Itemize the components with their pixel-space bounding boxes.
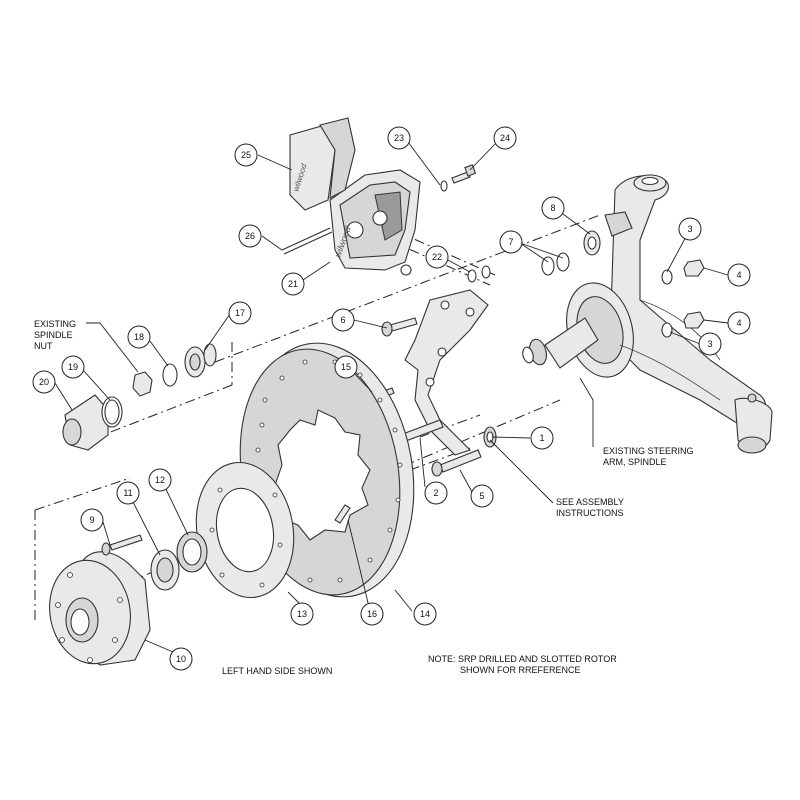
svg-text:4: 4 (736, 318, 741, 328)
svg-text:9: 9 (89, 515, 94, 525)
brake-pads: wilwood (289, 117, 356, 211)
callout-9: 9 (80, 508, 104, 532)
callout-4-lower: 4 (727, 311, 751, 335)
note-existing-steering-line1: EXISTING STEERING (603, 446, 694, 456)
svg-text:14: 14 (420, 609, 430, 619)
callout-24: 24 (493, 126, 517, 150)
svg-text:25: 25 (241, 150, 251, 160)
notes: EXISTING SPINDLE NUT EXISTING STEERING A… (34, 319, 694, 676)
note-srp-line2: SHOWN FOR RREFERENCE (460, 665, 581, 675)
callout-25: 25 (234, 143, 258, 167)
svg-text:18: 18 (134, 332, 144, 342)
spindle-hardware (62, 343, 217, 451)
svg-text:26: 26 (245, 231, 255, 241)
svg-text:19: 19 (68, 362, 78, 372)
callout-5: 5 (470, 484, 494, 508)
svg-text:13: 13 (297, 609, 307, 619)
svg-text:22: 22 (432, 252, 442, 262)
svg-text:3: 3 (707, 339, 712, 349)
svg-text:4: 4 (736, 270, 741, 280)
callout-3-lower: 3 (698, 332, 722, 356)
callouts: 25 26 21 23 24 22 7 8 3 4 4 3 6 15 1 2 5… (32, 126, 751, 671)
steering-arm-spindle (522, 174, 773, 454)
svg-text:20: 20 (39, 377, 49, 387)
note-see-assembly-line1: SEE ASSEMBLY (556, 497, 624, 507)
washers-and-nuts (467, 230, 705, 338)
caliper-bolt (440, 164, 477, 192)
svg-text:24: 24 (500, 133, 510, 143)
callout-13: 13 (290, 602, 314, 626)
callout-14: 14 (413, 602, 437, 626)
svg-text:12: 12 (155, 475, 165, 485)
callout-26: 26 (238, 224, 262, 248)
svg-text:1: 1 (539, 433, 544, 443)
note-existing-spindle-nut-line1: EXISTING (34, 319, 76, 329)
callout-23: 23 (387, 126, 411, 150)
leader-lines (54, 141, 729, 656)
callout-7: 7 (499, 230, 523, 254)
callout-4-upper: 4 (727, 263, 751, 287)
note-existing-steering-line2: ARM, SPINDLE (603, 457, 667, 467)
hub-bolt (334, 504, 351, 524)
svg-text:17: 17 (235, 308, 245, 318)
callout-2: 2 (424, 481, 448, 505)
note-existing-spindle-nut-line3: NUT (34, 341, 53, 351)
svg-text:11: 11 (123, 488, 132, 498)
callout-6: 6 (331, 308, 355, 332)
svg-text:5: 5 (479, 491, 484, 501)
callout-12: 12 (148, 468, 172, 492)
callout-1: 1 (530, 426, 554, 450)
svg-text:7: 7 (508, 237, 513, 247)
callout-8: 8 (541, 196, 565, 220)
callout-22: 22 (425, 245, 449, 269)
svg-text:10: 10 (176, 654, 186, 664)
callout-19: 19 (61, 355, 85, 379)
note-see-assembly-line2: INSTRUCTIONS (556, 508, 624, 518)
callout-18: 18 (127, 325, 151, 349)
svg-text:3: 3 (687, 224, 692, 234)
svg-text:23: 23 (394, 133, 404, 143)
svg-text:16: 16 (367, 609, 377, 619)
callout-11: 11 (116, 481, 140, 505)
callout-17: 17 (228, 301, 252, 325)
mounting-bolts (366, 317, 497, 477)
caliper: wilwood (329, 169, 421, 276)
callout-16: 16 (360, 602, 384, 626)
svg-text:6: 6 (340, 315, 345, 325)
callout-15: 15 (334, 355, 358, 379)
callout-21: 21 (281, 272, 305, 296)
note-left-hand-side: LEFT HAND SIDE SHOWN (222, 666, 332, 676)
callout-20: 20 (32, 370, 56, 394)
svg-text:15: 15 (341, 362, 351, 372)
svg-text:2: 2 (433, 488, 438, 498)
pad-retaining-pin (281, 227, 333, 255)
callout-10: 10 (169, 647, 193, 671)
hub-assembly (49, 531, 208, 666)
callout-3-upper: 3 (678, 217, 702, 241)
note-existing-spindle-nut-line2: SPINDLE (34, 330, 73, 340)
rotor-hat (195, 461, 295, 599)
note-srp-line1: NOTE: SRP DRILLED AND SLOTTED ROTOR (428, 654, 617, 664)
caliper-bracket (404, 289, 489, 456)
svg-text:21: 21 (288, 279, 298, 289)
svg-text:8: 8 (550, 203, 555, 213)
